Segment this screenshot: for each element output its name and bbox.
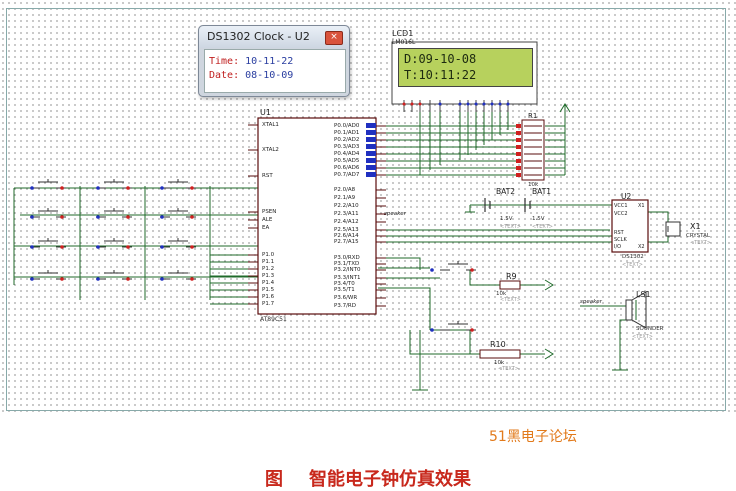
rtc-pin-label: RST bbox=[614, 230, 624, 236]
sheet-border bbox=[6, 8, 726, 411]
lcd-display: D:09-10-08 T:10:11:22 bbox=[398, 48, 533, 87]
mcu-pin-label: ALE bbox=[262, 217, 273, 223]
rtc-pin-label: I/O bbox=[614, 244, 622, 250]
caption-prefix: 图 bbox=[265, 469, 283, 490]
mcu-pin-label: P0.2/AD2 bbox=[334, 137, 360, 143]
clock-window-body: Time: 10-11-22 Date: 08-10-09 bbox=[204, 49, 346, 93]
mcu-pin-label: P3.6/WR bbox=[334, 295, 358, 301]
watermark-text: 51黑电子论坛 bbox=[489, 429, 577, 445]
mcu-pin-label: P0.1/AD1 bbox=[334, 130, 360, 136]
r10-ref-label: R10 bbox=[490, 340, 506, 349]
figure-caption: 图 智能电子钟仿真效果 bbox=[0, 465, 736, 491]
lcd-ref-label: LCD1 bbox=[392, 29, 414, 38]
schematic-canvas[interactable]: LCD1 LM016L D:09-10-08 T:10:11:22 U1 AT8… bbox=[0, 0, 736, 415]
mcu-pin-label: P0.5/AD5 bbox=[334, 158, 360, 164]
clock-window-title[interactable]: DS1302 Clock - U2 bbox=[199, 26, 349, 48]
mcu-pin-label: P1.3 bbox=[262, 273, 275, 279]
mcu-pin-label: P3.7/RD bbox=[334, 303, 356, 309]
bat1-ref-label: BAT1 bbox=[532, 187, 552, 196]
rtc-pin-label: X1 bbox=[638, 203, 645, 209]
rtc-pin-label: VCC2 bbox=[614, 211, 628, 217]
lcd-line-2: T:10:11:22 bbox=[404, 68, 477, 82]
mcu-pin-label: P2.4/A12 bbox=[334, 219, 359, 225]
mcu-pin-label: P3.4/T0 bbox=[334, 281, 355, 287]
mcu-pin-label: P1.7 bbox=[262, 301, 275, 307]
caption-title: 智能电子钟仿真效果 bbox=[309, 469, 471, 490]
rpack-part-label: 10k bbox=[528, 182, 539, 188]
mcu-pin-label: P2.6/A14 bbox=[334, 233, 359, 239]
rtc-ref-label: U2 bbox=[621, 192, 632, 201]
lcd-line-1: D:09-10-08 bbox=[404, 52, 477, 66]
mcu-ref-label: U1 bbox=[260, 108, 271, 117]
mcu-pin-label: P3.1/TXD bbox=[334, 261, 360, 267]
mcu-pin-label: P3.2/INT0 bbox=[334, 267, 361, 273]
rtc-pin-label: VCC1 bbox=[614, 203, 628, 209]
text-placeholder-rtc: <TEXT> bbox=[622, 262, 643, 268]
mcu-pin-label: EA bbox=[262, 225, 270, 231]
net-label-speaker-mcu: speaker bbox=[384, 211, 406, 217]
close-icon[interactable]: × bbox=[325, 31, 343, 45]
r9-value-label: 10k bbox=[496, 291, 507, 297]
lcd-part-label: LM016L bbox=[392, 39, 416, 46]
text-placeholder-bat2: <TEXT> bbox=[500, 224, 521, 230]
mcu-pin-label: P2.0/A8 bbox=[334, 187, 356, 193]
bat1-value-label: 1.5V bbox=[532, 216, 545, 222]
text-placeholder-r10: <TEXT> bbox=[498, 366, 519, 372]
clock-time-value: 10-11-22 bbox=[245, 56, 294, 67]
mcu-pin-label: P2.3/A11 bbox=[334, 211, 359, 217]
mcu-pin-label: P1.1 bbox=[262, 259, 275, 265]
mcu-pin-label: P0.7/AD7 bbox=[334, 172, 360, 178]
r9-ref-label: R9 bbox=[506, 272, 517, 281]
mcu-pin-label: P1.2 bbox=[262, 266, 275, 272]
mcu-pin-label: P2.2/A10 bbox=[334, 203, 359, 209]
mcu-pin-label: P0.6/AD6 bbox=[334, 165, 360, 171]
bat2-ref-label: BAT2 bbox=[496, 187, 516, 196]
rtc-pin-label: X2 bbox=[638, 244, 645, 250]
ds1302-clock-window[interactable]: DS1302 Clock - U2 × Time: 10-11-22 Date:… bbox=[198, 25, 350, 97]
text-placeholder-buzzer: <TEXT> bbox=[632, 334, 653, 340]
buzzer-part-label: SOUNDER bbox=[636, 326, 664, 332]
mcu-pin-label: P0.4/AD4 bbox=[334, 151, 360, 157]
text-placeholder-bat1: <TEXT> bbox=[532, 224, 553, 230]
mcu-pin-label: P0.3/AD3 bbox=[334, 144, 360, 150]
mcu-pin-label: P3.0/RXD bbox=[334, 255, 360, 261]
mcu-pin-label: P2.7/A15 bbox=[334, 239, 359, 245]
r10-value-label: 10k bbox=[494, 360, 505, 366]
mcu-pin-label: P2.1/A9 bbox=[334, 195, 356, 201]
text-placeholder-crystal: <TEXT> bbox=[690, 240, 711, 246]
clock-date-label: Date: bbox=[209, 70, 240, 81]
rtc-pin-label: SCLK bbox=[614, 237, 627, 243]
bat2-value-label: 1.5V bbox=[500, 216, 513, 222]
mcu-part-label: AT89C51 bbox=[260, 316, 287, 323]
mcu-pin-label: P3.3/INT1 bbox=[334, 275, 361, 281]
clock-date-row: Date: 08-10-09 bbox=[209, 70, 293, 81]
rtc-part-label: DS1302 bbox=[622, 254, 644, 260]
crystal-part-label: CRYSTAL bbox=[686, 233, 710, 239]
net-label-speaker-buzzer: speaker bbox=[580, 299, 602, 305]
mcu-pin-label: P2.5/A13 bbox=[334, 227, 359, 233]
mcu-pin-label: P1.0 bbox=[262, 252, 275, 258]
mcu-pin-label: XTAL1 bbox=[262, 122, 279, 128]
clock-time-row: Time: 10-11-22 bbox=[209, 56, 293, 67]
mcu-pin-label: PSEN bbox=[262, 209, 277, 215]
mcu-pin-label: P0.0/AD0 bbox=[334, 123, 360, 129]
mcu-pin-label: P1.5 bbox=[262, 287, 275, 293]
mcu-pin-label: P1.4 bbox=[262, 280, 275, 286]
mcu-pin-label: P3.5/T1 bbox=[334, 287, 355, 293]
buzzer-ref-label: LS1 bbox=[636, 290, 651, 299]
crystal-ref-label: X1 bbox=[690, 222, 701, 231]
mcu-pin-label: XTAL2 bbox=[262, 147, 279, 153]
clock-date-value: 08-10-09 bbox=[245, 70, 294, 81]
mcu-pin-label: P1.6 bbox=[262, 294, 275, 300]
rpack-ref-label: R1 bbox=[528, 112, 538, 120]
clock-time-label: Time: bbox=[209, 56, 240, 67]
mcu-pin-label: RST bbox=[262, 173, 273, 179]
text-placeholder-r9: <TEXT> bbox=[500, 297, 521, 303]
